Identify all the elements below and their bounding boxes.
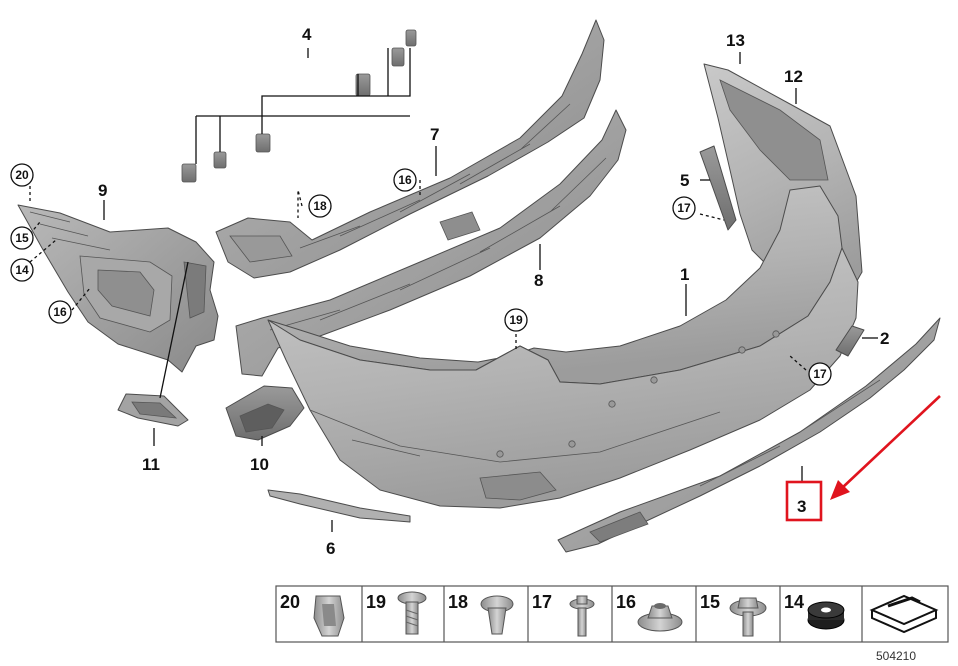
callout-13: 13 <box>726 31 745 50</box>
flange-bolt-icon <box>569 595 595 637</box>
svg-text:19: 19 <box>509 313 523 327</box>
svg-text:20: 20 <box>280 592 300 612</box>
legend-item-18: 18 <box>448 592 514 635</box>
callout-6: 6 <box>326 539 335 558</box>
ref-14: 14 <box>10 258 34 282</box>
svg-text:20: 20 <box>15 168 29 182</box>
ref-17-lower: 17 <box>808 362 832 386</box>
svg-text:18: 18 <box>448 592 468 612</box>
ref-16-center: 16 <box>393 168 417 192</box>
screw-icon <box>397 591 427 635</box>
callout-8: 8 <box>534 271 543 290</box>
svg-text:16: 16 <box>398 173 412 187</box>
callout-5: 5 <box>680 171 689 190</box>
svg-text:16: 16 <box>616 592 636 612</box>
ref-15: 15 <box>10 226 34 250</box>
highlight-box <box>785 480 823 522</box>
svg-text:17: 17 <box>677 201 691 215</box>
part-11-bracket <box>117 393 189 427</box>
svg-text:17: 17 <box>813 367 827 381</box>
svg-text:19: 19 <box>366 592 386 612</box>
part-5-reflector <box>699 145 737 231</box>
part-8-impact-absorber <box>235 109 627 377</box>
callout-3: 3 <box>797 497 806 516</box>
part-4-clips <box>181 29 417 183</box>
callout-9: 9 <box>98 181 107 200</box>
part-6-trim-strip <box>267 489 411 523</box>
callout-1: 1 <box>680 265 689 284</box>
callout-10: 10 <box>250 455 269 474</box>
part-2-cap <box>835 325 865 357</box>
clip-nut-icon <box>313 595 345 637</box>
legend-item-17: 17 <box>532 592 595 637</box>
svg-text:15: 15 <box>15 231 29 245</box>
rubber-washer-icon <box>807 601 845 630</box>
svg-text:18: 18 <box>313 199 327 213</box>
ref-16-left: 16 <box>48 300 72 324</box>
ref-20: 20 <box>10 163 34 187</box>
part-10-sensor-bracket <box>225 385 305 441</box>
ref-19: 19 <box>504 308 528 332</box>
part-3-rear-diffuser <box>557 317 941 553</box>
leader-lines <box>29 48 878 532</box>
ref-17-upper: 17 <box>672 196 696 220</box>
part-9-side-bracket <box>17 204 219 373</box>
svg-text:14: 14 <box>15 263 29 277</box>
callout-11: 11 <box>142 455 160 474</box>
hex-nut-icon <box>637 603 683 632</box>
callout-labels: 4 9 7 8 1 5 2 13 12 11 10 6 <box>98 25 889 558</box>
ref-18: 18 <box>308 194 332 218</box>
direction-symbol-icon <box>869 594 939 634</box>
red-arrow-icon <box>830 395 941 500</box>
collar-screw-icon <box>729 597 767 637</box>
legend-item-15: 15 <box>700 592 767 637</box>
expanding-rivet-icon <box>480 595 514 635</box>
svg-text:15: 15 <box>700 592 720 612</box>
part-1-bumper-cover <box>267 185 859 509</box>
callout-4: 4 <box>302 25 312 44</box>
legend-item-16: 16 <box>616 592 683 632</box>
svg-text:17: 17 <box>532 592 552 612</box>
part-7-upper-carrier <box>215 19 605 279</box>
legend-item-14: 14 <box>784 592 845 630</box>
callout-2: 2 <box>880 329 889 348</box>
callout-12: 12 <box>784 67 803 86</box>
hardware-legend: 20 19 18 17 <box>275 585 949 643</box>
callout-7: 7 <box>430 125 439 144</box>
legend-item-19: 19 <box>366 591 427 635</box>
circled-references: 20 15 14 16 16 18 17 19 <box>10 163 832 386</box>
diagram-code: 504210 <box>876 649 916 663</box>
highlight-part-3: 3 <box>785 395 941 522</box>
svg-text:14: 14 <box>784 592 804 612</box>
legend-item-20: 20 <box>280 592 345 637</box>
svg-text:16: 16 <box>53 305 67 319</box>
